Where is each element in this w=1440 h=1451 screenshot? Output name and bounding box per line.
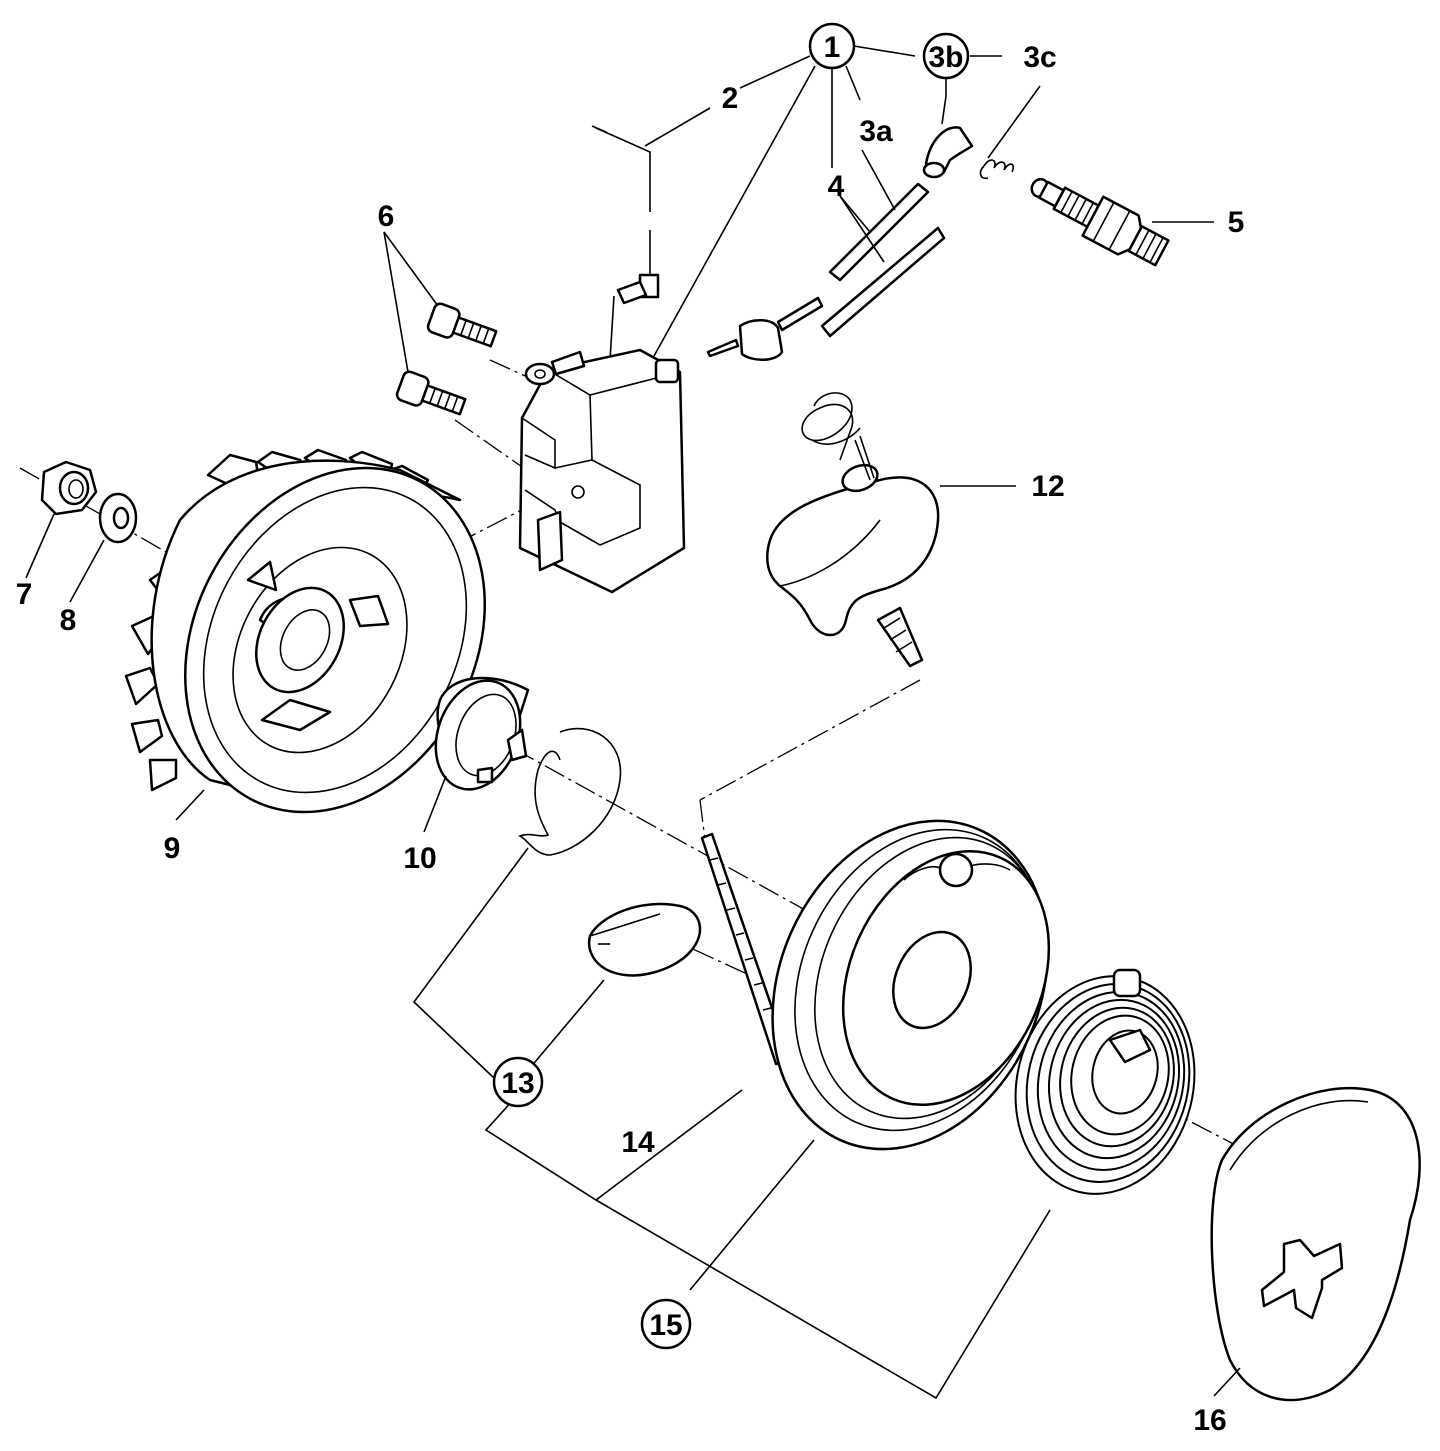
- part-16-cover-plate: [1210, 1086, 1421, 1402]
- part-8-washer: [98, 492, 138, 544]
- label-1: 1: [824, 31, 841, 64]
- label-13: 13: [501, 1067, 534, 1100]
- part-2-ground-wire: [591, 125, 660, 361]
- label-9: 9: [164, 832, 181, 865]
- part-1-ignition-module: [518, 348, 686, 594]
- part-6-screws: [383, 231, 498, 416]
- label-16: 16: [1193, 1404, 1226, 1437]
- label-3b: 3b: [928, 41, 963, 74]
- part-9-flywheel: [124, 448, 486, 814]
- label-3c: 3c: [1023, 41, 1056, 74]
- part-13-pawl: [587, 902, 702, 977]
- label-10: 10: [403, 842, 436, 875]
- leader-lines: [25, 45, 1241, 1400]
- part-10-carrier: [434, 676, 530, 791]
- label-15: 15: [649, 1309, 682, 1342]
- part-3a-boot-tube: [820, 226, 946, 338]
- label-6: 6: [378, 200, 395, 233]
- part-3b-spark-plug-boot: [922, 126, 974, 179]
- recoil-spring: [1014, 968, 1196, 1195]
- label-5: 5: [1228, 206, 1245, 239]
- label-12: 12: [1031, 470, 1064, 503]
- part-15-rope-pulley: [771, 819, 1051, 1151]
- part-4-ht-lead: [706, 182, 930, 361]
- label-3a: 3a: [859, 115, 893, 148]
- label-14: 14: [621, 1126, 655, 1159]
- label-8: 8: [60, 604, 77, 637]
- part-12-starter-handle: [766, 392, 940, 668]
- label-7: 7: [16, 578, 33, 611]
- label-4: 4: [828, 170, 845, 203]
- part-5-spark-plug: [1030, 177, 1170, 267]
- part-3c-spring: [979, 159, 1015, 180]
- part-labels: 1 2 3b 3c 3a 4 5 6 12 7 8 9 10 13 14 15 …: [16, 31, 1245, 1437]
- callout-circles: [492, 22, 970, 1350]
- label-2: 2: [722, 82, 739, 115]
- part-7-nut: [40, 460, 98, 516]
- part-13-spring-clip: [518, 727, 622, 856]
